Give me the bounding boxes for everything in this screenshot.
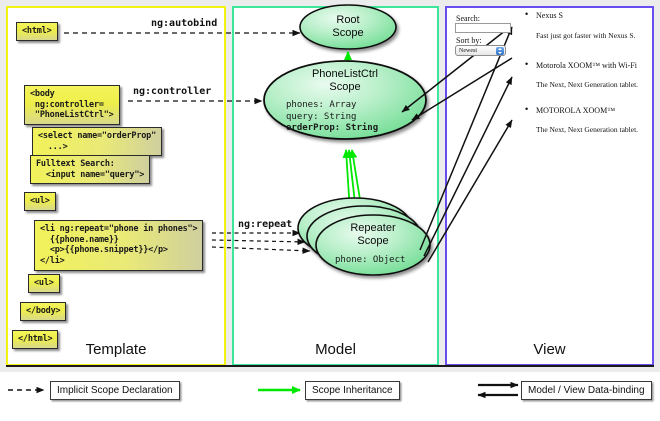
scope-props-phonelistctrl-orderprop: orderProp: String [286,123,379,133]
code-block-ul-open: <ul> [24,192,56,211]
scope-props-phonelistctrl: phones: Array query: String [286,100,357,122]
code-block-li-repeat: <li ng:repeat="phone in phones"> {{phone… [34,220,204,271]
view-sort-label: Sort by: [456,36,482,45]
list-item-snippet: The Next, Next Generation tablet. [536,125,639,134]
list-item: Motorola XOOM™ with Wi-Fi [536,61,637,70]
list-item: Nexus S [536,11,563,20]
code-block-ul-close: <ul> [28,274,60,293]
list-item: MOTOROLA XOOM™ [536,106,616,115]
view-search-label: Search: [456,14,480,23]
code-block-fulltext-search: Fulltext Search: <input name="query"> [30,155,151,185]
scope-title-root: Root Scope [332,14,364,39]
chevron-updown-icon [496,47,504,55]
list-bullet: • [525,9,529,19]
column-label-view: View [533,341,566,358]
edge-label-ng-controller: ng:controller [133,86,212,97]
list-bullet: • [525,59,529,69]
sort-by-select[interactable]: Newest [455,45,506,56]
legend-label-scope-inheritance: Scope Inheritance [305,381,400,400]
list-item-snippet: Fast just got faster with Nexus S. [536,31,636,40]
search-input[interactable] [455,23,511,33]
legend-label-implicit-scope-declaration: Implicit Scope Declaration [50,381,180,400]
legend-label-model-view-data-binding: Model / View Data-binding [521,381,652,400]
column-label-template: Template [85,341,147,358]
column-label-model: Model [315,341,356,358]
code-block-body-close: </body> [20,302,67,321]
legend: Implicit Scope Declaration Scope Inherit… [0,372,660,421]
column-model: Model [232,6,439,366]
edge-label-ng-repeat: ng:repeat [238,219,293,230]
diagram-plate: Template Model View <html> <body ng:cont… [0,0,660,372]
sort-by-selected-value: Newest [459,48,477,54]
code-block-html-open: <html> [16,22,58,41]
legend-arrows [8,381,519,399]
scope-title-repeater: Repeater Scope [350,222,396,247]
list-bullet: • [525,104,529,114]
code-block-select: <select name="orderProp" ...> [32,127,163,157]
code-block-body-open: <body ng:controller= "PhoneListCtrl"> [24,85,120,125]
column-view: View [445,6,654,366]
code-block-html-close: </html> [12,330,59,349]
list-item-snippet: The Next, Next Generation tablet. [536,80,639,89]
edge-label-ng-autobind: ng:autobind [151,18,218,29]
scope-title-phonelistctrl: PhoneListCtrl Scope [311,68,379,93]
scope-props-repeater: phone: Object [335,255,406,265]
